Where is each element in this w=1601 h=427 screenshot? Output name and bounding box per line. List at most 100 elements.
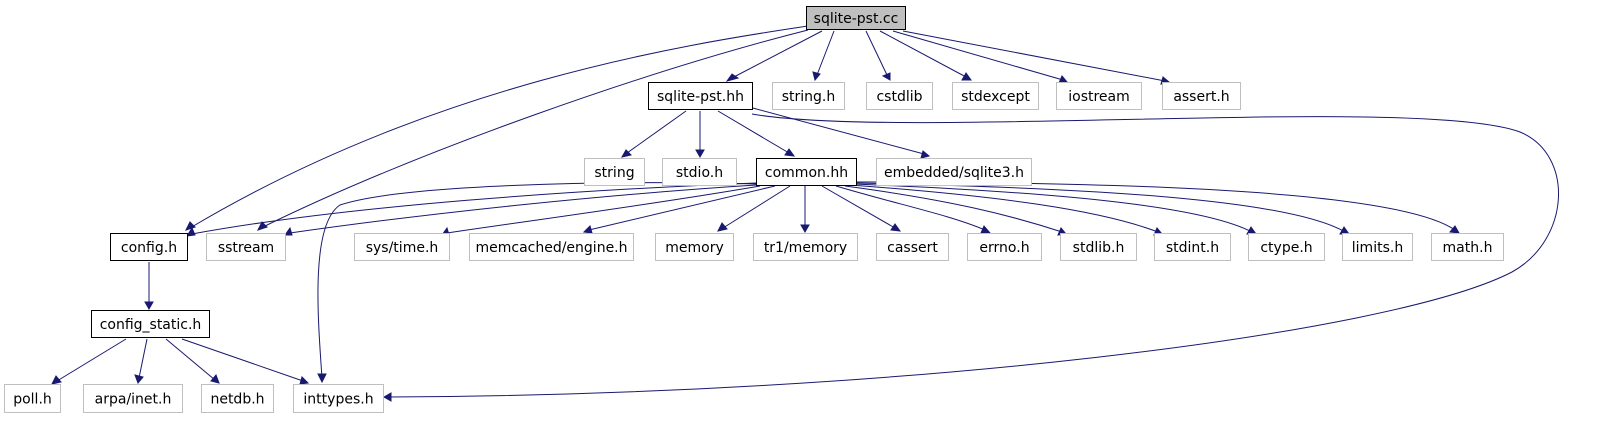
edges-layer	[51, 25, 1560, 402]
edge-common-hh-to-cassert	[821, 185, 902, 232]
node-netdb-h: netdb.h	[201, 384, 274, 413]
edge-root-to-sqlite-pst-hh	[725, 30, 823, 82]
edge-config-static-h-to-inttypes-h	[181, 338, 310, 385]
node-label: sys/time.h	[366, 240, 439, 256]
edge-root-to-cstdlib	[865, 30, 891, 81]
node-label: sqlite-pst.hh	[657, 89, 744, 105]
node-config-static-h[interactable]: config_static.h	[91, 310, 210, 338]
arrowhead	[881, 72, 891, 81]
node-sqlite-pst-hh[interactable]: sqlite-pst.hh	[648, 82, 753, 110]
arrowhead	[890, 223, 902, 232]
node-stdint-h: stdint.h	[1154, 233, 1231, 261]
edge-common-hh-to-limits-h	[854, 182, 1350, 235]
edge-line	[902, 30, 1166, 82]
edge-line	[855, 181, 1456, 231]
edge-common-hh-to-errno-h	[835, 185, 992, 234]
node-tr1-memory: tr1/memory	[753, 233, 858, 261]
node-box	[83, 384, 183, 413]
node-label: memcached/engine.h	[475, 240, 627, 256]
node-label: iostream	[1068, 89, 1130, 105]
edge-sqlite-pst-hh-to-stdio-h	[695, 111, 705, 159]
node-label: math.h	[1443, 240, 1493, 256]
node-config-h[interactable]: config.h	[110, 233, 188, 261]
node-label: sstream	[218, 240, 274, 256]
edge-line	[748, 106, 925, 155]
node-box	[1154, 233, 1231, 261]
arrowhead	[210, 374, 220, 384]
edge-common-hh-to-sstream	[284, 184, 757, 236]
arrowhead	[717, 222, 728, 232]
node-ctype-h: ctype.h	[1248, 233, 1325, 261]
arrowhead	[284, 226, 293, 236]
node-box	[1248, 233, 1325, 261]
node-label: cstdlib	[876, 89, 922, 105]
edge-config-static-h-to-arpa-inet-h	[134, 338, 148, 384]
node-label: arpa/inet.h	[95, 392, 172, 408]
edge-line	[852, 183, 1253, 233]
node-label: embedded/sqlite3.h	[884, 165, 1024, 181]
edge-line	[317, 182, 759, 379]
node-string: string	[584, 158, 645, 186]
node-string-h: string.h	[772, 82, 845, 110]
arrowhead	[695, 149, 705, 159]
edge-line	[729, 30, 823, 80]
edge-sqlite-pst-hh-to-string	[621, 110, 687, 158]
node-label: stdio.h	[676, 165, 723, 181]
edge-common-hh-to-tr1-memory	[800, 186, 810, 234]
node-label: tr1/memory	[764, 240, 847, 256]
edge-sqlite-pst-hh-to-common-hh	[717, 110, 796, 157]
node-common-hh[interactable]: common.hh	[756, 158, 857, 186]
node-box	[1056, 82, 1142, 110]
edge-line	[191, 182, 757, 235]
node-box	[876, 233, 949, 261]
edge-line	[165, 338, 216, 381]
node-label: common.hh	[765, 165, 848, 181]
edge-line	[835, 185, 986, 231]
node-stdio-h: stdio.h	[662, 158, 737, 186]
node-label: memory	[665, 240, 724, 256]
edge-common-hh-to-inttypes-h	[317, 182, 759, 384]
edge-sqlite-pst-hh-to-inttypes-h	[382, 113, 1560, 402]
node-box	[1060, 233, 1137, 261]
arrowhead	[299, 376, 310, 385]
node-assert-h: assert.h	[1162, 82, 1241, 110]
edge-root-to-stdexcept	[879, 30, 972, 81]
node-label: stdint.h	[1166, 240, 1219, 256]
node-label: string.h	[782, 89, 836, 105]
node-label: limits.h	[1352, 240, 1403, 256]
node-box	[866, 82, 933, 110]
edge-line	[262, 29, 809, 228]
edge-config-static-h-to-poll-h	[51, 338, 127, 385]
arrowhead	[185, 221, 196, 231]
node-cassert: cassert	[876, 233, 949, 261]
arrowhead	[800, 224, 810, 234]
node-cstdlib: cstdlib	[866, 82, 933, 110]
node-label: inttypes.h	[303, 392, 373, 408]
node-label: assert.h	[1173, 89, 1229, 105]
node-label: netdb.h	[210, 392, 264, 408]
edge-line	[181, 338, 304, 382]
node-box	[469, 233, 634, 261]
arrowhead	[317, 373, 327, 384]
node-label: config_static.h	[100, 317, 202, 333]
arrowhead	[980, 225, 992, 234]
edge-line	[865, 30, 888, 76]
arrowhead	[725, 73, 740, 82]
node-label: stdexcept	[961, 89, 1030, 105]
node-box	[655, 233, 734, 261]
arrowhead	[1449, 225, 1460, 234]
node-box	[354, 233, 450, 261]
arrowhead	[961, 72, 972, 81]
node-box	[753, 233, 858, 261]
node-inttypes-h: inttypes.h	[293, 384, 384, 413]
arrowhead	[382, 392, 392, 402]
node-box	[952, 82, 1039, 110]
edge-root-to-sstream	[257, 29, 809, 231]
node-errno-h: errno.h	[967, 233, 1042, 261]
edge-common-hh-to-memory	[717, 185, 791, 232]
node-box	[662, 158, 737, 186]
node-label: config.h	[121, 240, 177, 256]
edge-line	[56, 338, 127, 382]
edge-common-hh-to-memcached-engine-h	[582, 185, 776, 234]
